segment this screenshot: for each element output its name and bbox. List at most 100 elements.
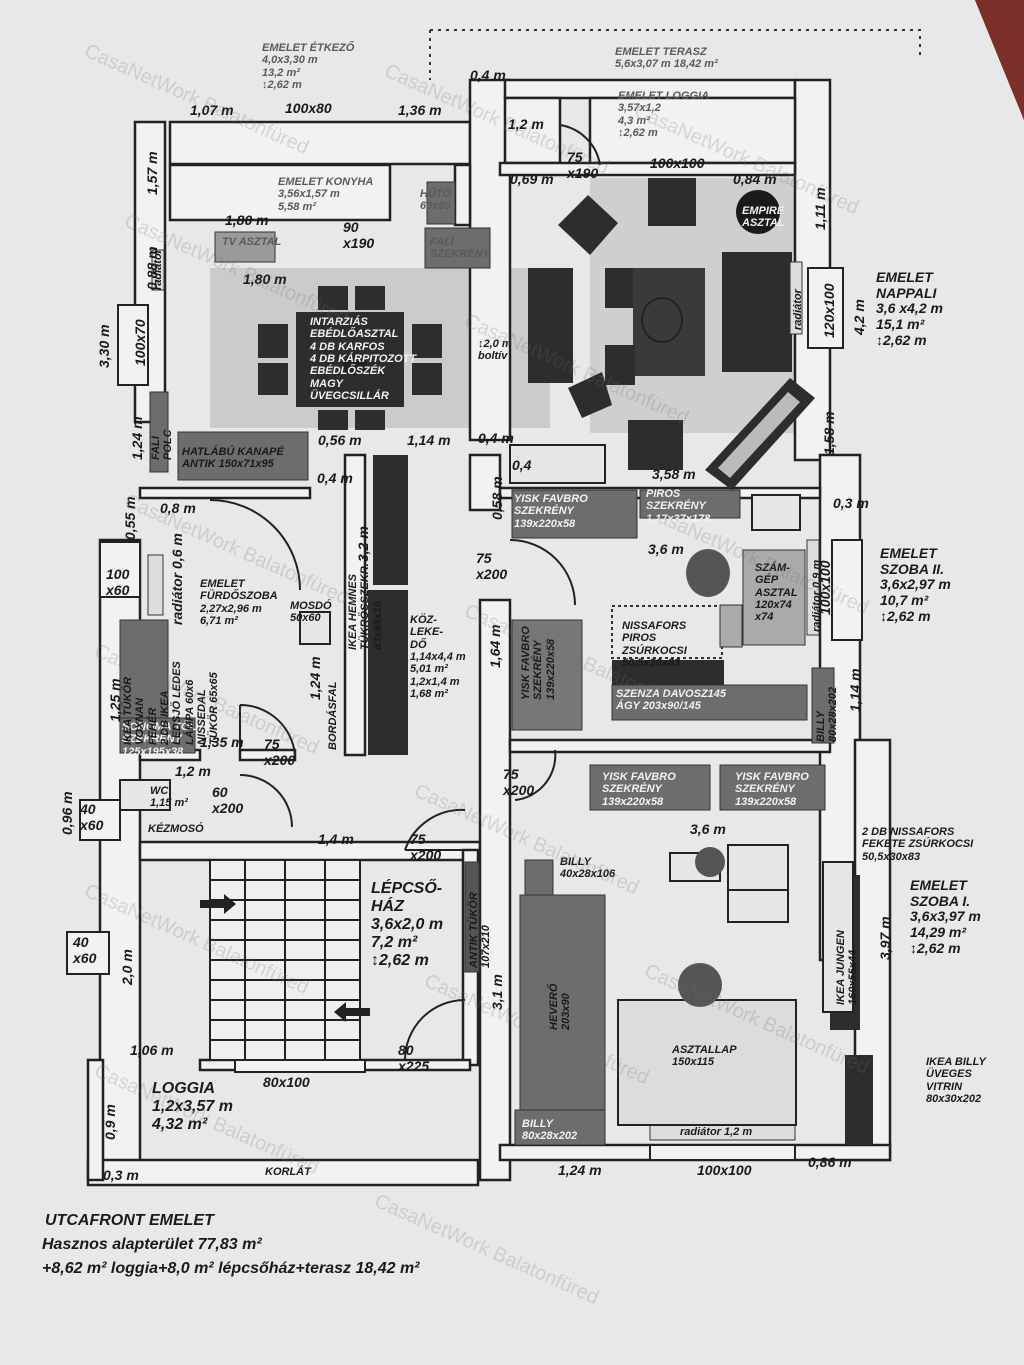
dimension-label: 0,4 m bbox=[317, 470, 353, 486]
small-items bbox=[119, 444, 854, 1013]
nissafors-outline bbox=[611, 605, 723, 659]
furniture-dining-text: INTARZIÁS EBÉDLŐASZTAL 4 DB KARFOS 4 DB … bbox=[310, 316, 417, 402]
szoba2-chair bbox=[686, 549, 730, 597]
dimension-label: 100x100 bbox=[697, 1162, 752, 1178]
furniture-fali-szekreny: FALI SZEKRÉNY bbox=[430, 236, 490, 261]
dimension-label-vertical: 1,24 m bbox=[129, 416, 145, 460]
dimension-label: 1,80 m bbox=[225, 212, 269, 228]
footer-title: UTCAFRONT EMELET bbox=[45, 1212, 214, 1229]
arch-label: ↕2,0 m boltív bbox=[478, 338, 512, 363]
dimension-label: 40 x60 bbox=[80, 801, 104, 833]
furniture-huto: HŰTŐ 60x60 bbox=[420, 188, 452, 213]
szoba1-chair bbox=[695, 847, 725, 877]
dimension-label: 0,56 m bbox=[318, 432, 362, 448]
dimension-label: 0,4 bbox=[512, 457, 532, 473]
dimension-label: 0,8 m bbox=[160, 500, 196, 516]
dimension-label: 1,4 m bbox=[318, 831, 354, 847]
dimension-label: 100x80 bbox=[285, 100, 332, 116]
footer-area: Hasznos alapterület 77,83 m² bbox=[42, 1236, 262, 1253]
stair-arrow-right bbox=[200, 894, 236, 914]
furniture-asztallap: ASZTALLAP 150x115 bbox=[672, 1044, 737, 1069]
dimension-label: 75 x200 bbox=[503, 766, 535, 798]
desk-chair bbox=[678, 963, 722, 1007]
room-label-kozlekedo: KÖZ- LEKE- DŐ 1,14x4,4 m 5,01 m² 1,2x1,4… bbox=[410, 614, 466, 700]
dimension-label: 3,6 m bbox=[648, 541, 684, 557]
furniture-radiator-12: radiátor 1,2 m bbox=[680, 1126, 753, 1138]
dimension-label: 90 x190 bbox=[343, 219, 375, 251]
dimension-label-vertical: 1,57 m bbox=[144, 151, 160, 195]
room-label-etkezo: EMELET ÉTKEZŐ 4,0x3,30 m 13,2 m² ↕2,62 m bbox=[262, 42, 355, 91]
dimension-label: 1,80 m bbox=[243, 271, 287, 287]
sofa-inner bbox=[718, 392, 800, 478]
mid-furniture bbox=[119, 181, 835, 1146]
furniture-antik-tukor: ANTIK TÜKÖR 107x210 bbox=[468, 892, 493, 968]
furniture-billy-80: BILLY 80x28x202 bbox=[815, 686, 840, 742]
dimension-label-vertical: 2,0 m bbox=[119, 949, 135, 985]
dimension-label: 80 x225 bbox=[398, 1042, 430, 1074]
furniture-empire: EMPIRE ASZTAL bbox=[742, 205, 785, 230]
furniture-hatlabu: HATLÁBÚ KANAPÉ ANTIK 150x71x95 bbox=[182, 446, 284, 471]
dimension-label-vertical: 1,25 m bbox=[107, 678, 123, 722]
furniture-hevero: HEVERŐ 203x90 bbox=[548, 983, 573, 1030]
dimension-label-vertical: 3,2 m bbox=[355, 526, 371, 562]
dimension-label: 0,3 m bbox=[103, 1167, 139, 1183]
dimension-label-vertical: 1,58 m bbox=[821, 411, 837, 455]
dark-furniture bbox=[258, 178, 873, 1145]
dimension-label-vertical: 0,88 m bbox=[144, 246, 160, 290]
dimension-label-vertical: 0,9 m bbox=[102, 1104, 118, 1140]
dimension-label: 0,3 m bbox=[833, 495, 869, 511]
dimension-label: 3,6 m bbox=[690, 821, 726, 837]
room-label-lepcsohaz: LÉPCSŐ- HÁZ 3,6x2,0 m 7,2 m² ↕2,62 m bbox=[371, 880, 444, 969]
dimension-label-vertical: 120x100 bbox=[821, 283, 837, 338]
dimension-label: 1,06 m bbox=[130, 1042, 174, 1058]
room-label-wc: WC 1,15 m² bbox=[150, 785, 188, 810]
dimension-label: 60 x200 bbox=[212, 784, 244, 816]
dimension-label: 100x100 bbox=[650, 155, 705, 171]
furniture-ikea-hemnes: IKEA HEMNES TÜKRÖSSZEKR. 83x98x16 bbox=[347, 563, 384, 650]
dimension-label: 75 x200 bbox=[264, 736, 296, 768]
furniture-szamgep: SZÁM- GÉP ASZTAL 120x74 x74 bbox=[755, 562, 798, 624]
furniture-mosdo: MOSDÓ 50x60 bbox=[290, 600, 332, 625]
dimension-label: 1,24 m bbox=[558, 1162, 602, 1178]
staircase bbox=[209, 859, 361, 1061]
room-label-szoba2: EMELET SZOBA II. 3,6x2,97 m 10,7 m² ↕2,6… bbox=[880, 545, 951, 624]
dimension-label-vertical: 1,14 m bbox=[847, 668, 863, 712]
dimension-label: 1,2 m bbox=[175, 763, 211, 779]
paper-shadow bbox=[975, 0, 1024, 120]
dimension-label: 0,4 m bbox=[478, 430, 514, 446]
footer-extra: +8,62 m² loggia+8,0 m² lépcsőház+terasz … bbox=[42, 1260, 420, 1277]
dimension-label: 1,07 m bbox=[190, 102, 234, 118]
furniture-billy-bottom: BILLY 80x28x202 bbox=[522, 1118, 578, 1143]
furniture-bordasfal: BORDÁSFAL bbox=[327, 681, 339, 750]
dimension-label: 75 x200 bbox=[410, 831, 442, 863]
furniture-tv-asztal: TV ASZTAL bbox=[222, 236, 282, 248]
furniture-piros: PIROS SZEKRÉNY 1,17x37x178 bbox=[646, 488, 711, 525]
furniture-ikea-billy-vitrin: IKEA BILLY ÜVEGES VITRIN 80x30x202 bbox=[926, 1056, 986, 1105]
windows bbox=[66, 267, 863, 1161]
empire-table bbox=[736, 190, 780, 234]
dimension-label-vertical: 0,58 m bbox=[489, 476, 505, 520]
dimension-label: 75 x200 bbox=[476, 550, 508, 582]
furniture-billy-40: BILLY 40x28x106 bbox=[560, 856, 616, 881]
stair-arrow-left bbox=[334, 1002, 370, 1022]
furniture-left-cab: FALI POLC bbox=[150, 429, 175, 460]
furniture-nissafors-fekete: 2 DB NISSAFORS FEKETE ZSÚRKOCSI 50,5x30x… bbox=[862, 826, 974, 863]
dimension-label: 100 x60 bbox=[106, 566, 130, 598]
furniture-szenza: SZENZA DAVOSZ145 ÁGY 203x90/145 bbox=[616, 688, 727, 713]
room-label-konyha: EMELET KONYHA 3,56x1,57 m 5,58 m² bbox=[278, 176, 374, 213]
door-arcs bbox=[209, 124, 601, 1061]
terrace-outline bbox=[429, 29, 921, 80]
dimension-label: 1,2 m bbox=[508, 116, 544, 132]
dimension-label: 80x100 bbox=[263, 1074, 310, 1090]
furniture-yisk-a: YISK FAVBRO SZEKRÉNY 139x220x58 bbox=[602, 771, 676, 808]
dimension-label: 0,69 m bbox=[510, 171, 554, 187]
furniture-yisk-b: YISK FAVBRO SZEKRÉNY 139x220x58 bbox=[735, 771, 809, 808]
room-label-loggia-bottom: LOGGIA 1,2x3,57 m 4,32 m² bbox=[152, 1080, 233, 1133]
furniture-nissafors-piros: NISSAFORS PIROS ZSÚRKOCSI 50,5x30x83 bbox=[622, 620, 687, 669]
dimension-label-vertical: 3,97 m bbox=[877, 916, 893, 960]
dimension-label: 75 x190 bbox=[567, 149, 599, 181]
armchair-1 bbox=[558, 195, 618, 255]
dimension-label: 0,4 m bbox=[470, 67, 506, 83]
coffee-table bbox=[641, 297, 683, 343]
